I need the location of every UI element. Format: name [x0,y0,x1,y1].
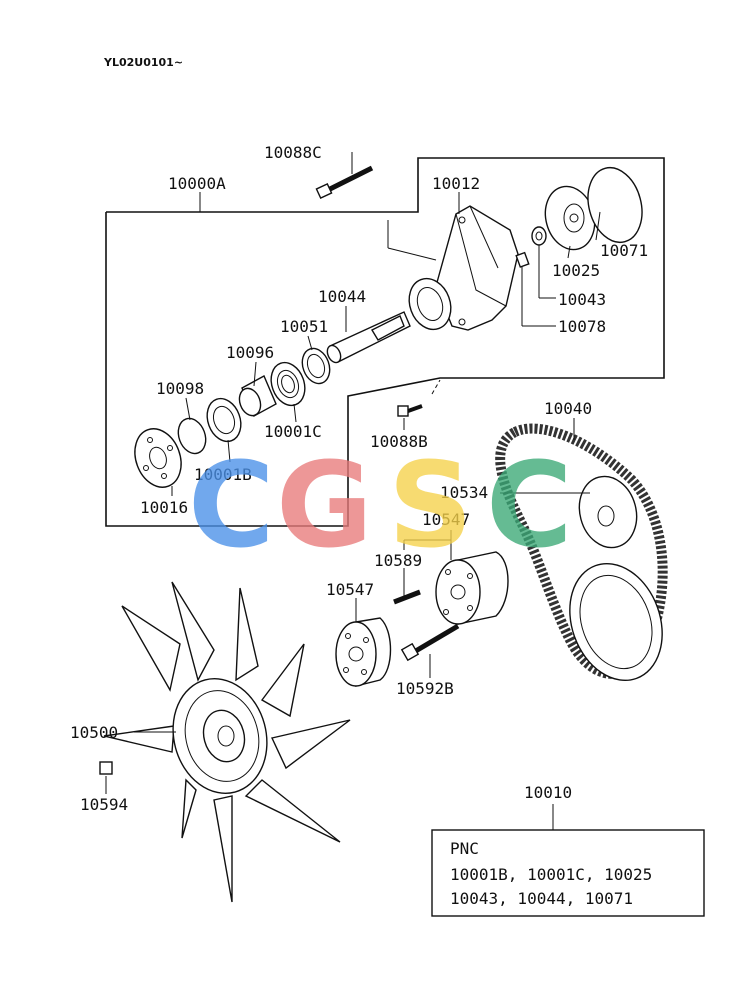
nipple-10078 [515,251,530,268]
bolt-10592b [400,623,460,662]
label-10547-lower: 10547 [326,580,374,599]
label-10001b: 10001B [194,465,252,484]
diagram-code: YL02U0101~ [103,56,183,69]
bolt-10088b [397,379,441,417]
v-belt-10040 [495,423,668,682]
watermark-letter-g: G [276,436,373,574]
cgsc-watermark: C G S C [188,436,573,574]
pnc-title: PNC [450,839,479,858]
seal-10051 [301,347,331,385]
cooling-fan-10500 [103,581,351,903]
bearing-10001b [206,397,242,443]
label-10016: 10016 [140,498,188,517]
spacer-10547-lower [335,617,392,687]
spacer-10096 [238,375,277,417]
nut-10594 [99,761,113,775]
shaft-10044 [326,311,411,364]
label-10500: 10500 [70,723,118,742]
label-10012: 10012 [432,174,480,193]
label-10098: 10098 [156,379,204,398]
pnc-box [431,829,705,917]
label-10000a: 10000A [168,174,226,193]
cover-10071 [587,166,643,244]
spacer-10547-upper [435,551,509,625]
flange-10025 [544,185,596,251]
label-10078: 10078 [558,317,606,336]
snap-ring-10098 [177,417,207,455]
bolt-10088c [315,152,374,199]
label-10071: 10071 [600,241,648,260]
watermark-letter-c2: C [486,436,573,574]
bearing-10001c [270,361,306,407]
label-10594: 10594 [80,795,128,814]
stud-10589 [393,589,421,605]
label-10547-upper: 10547 [422,510,470,529]
label-10025: 10025 [552,261,600,280]
label-10040: 10040 [544,399,592,418]
pnc-line-1: 10001B, 10001C, 10025 [450,865,652,884]
leader-lines [105,192,601,830]
part-labels: 10088C 10000A 10012 10071 10025 10043 10… [70,143,652,908]
label-10051: 10051 [280,317,328,336]
assembly-frame [105,157,665,527]
label-10096: 10096 [226,343,274,362]
hub-10016 [134,428,182,488]
label-10088b: 10088B [370,432,428,451]
watermark-letter-c1: C [188,436,275,574]
label-10043: 10043 [558,290,606,309]
label-10010: 10010 [524,783,572,802]
label-10001c: 10001C [264,422,322,441]
washer-10043 [531,226,547,246]
watermark-letter-s: S [388,436,473,574]
label-10589: 10589 [374,551,422,570]
label-10044: 10044 [318,287,366,306]
pnc-line-2: 10043, 10044, 10071 [450,889,633,908]
label-10088c: 10088C [264,143,322,162]
pump-housing-10012 [387,205,519,331]
label-10592b: 10592B [396,679,454,698]
label-10534: 10534 [440,483,488,502]
